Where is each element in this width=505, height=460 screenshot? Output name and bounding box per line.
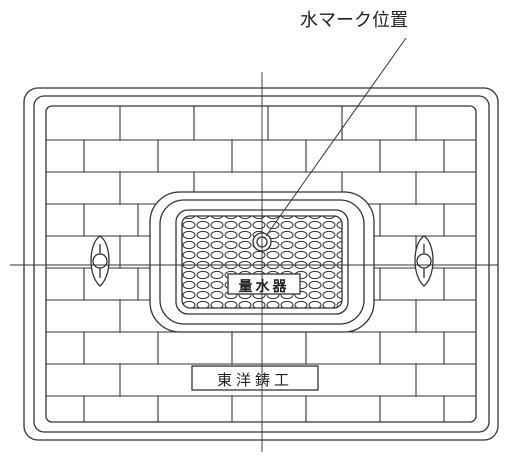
brick-field-border <box>45 105 477 423</box>
center-nameplate <box>227 273 301 295</box>
maker-plate-text: 東洋鋳工 <box>216 371 293 389</box>
water-mark-position-label: 水マーク位置 <box>300 10 408 31</box>
left-handle <box>90 235 110 287</box>
leader-line <box>265 37 407 237</box>
maker-nameplate <box>191 365 319 391</box>
outer-frame <box>23 87 499 441</box>
right-handle <box>414 235 434 287</box>
center-plate-text: 量水器 <box>238 279 290 295</box>
brick-pattern <box>46 106 476 422</box>
inner-frame <box>33 95 490 433</box>
